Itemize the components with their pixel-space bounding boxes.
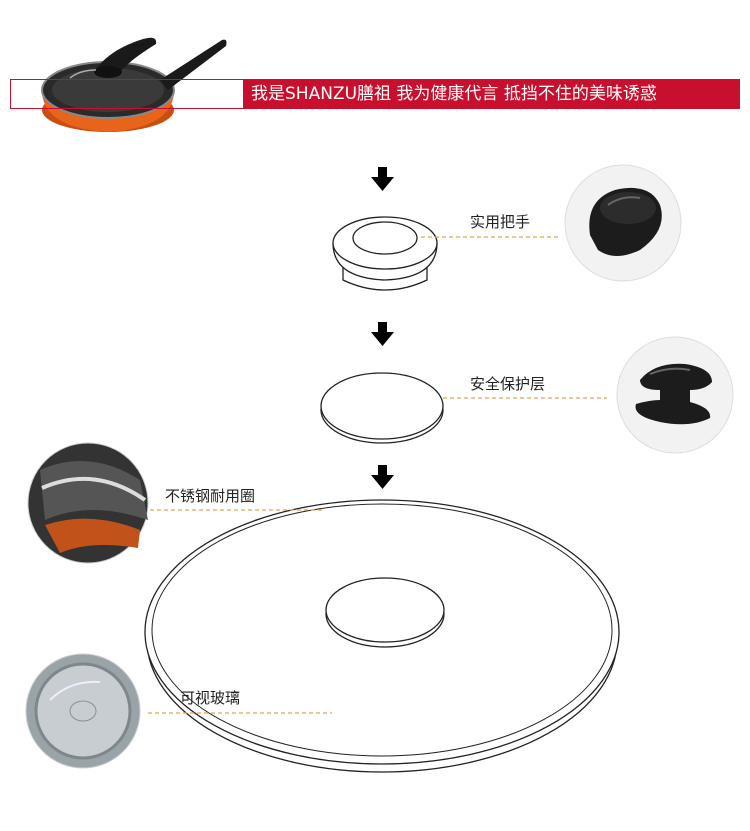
- knob-side-photo: [616, 336, 734, 454]
- glass-photo: [25, 653, 141, 769]
- glass-lid-drawing: [144, 499, 620, 773]
- knob-drawing: [332, 216, 438, 291]
- banner-slogan: 我是SHANZU膳祖 我为健康代言 抵挡不住的美味诱惑: [243, 79, 740, 109]
- knob-photo: [564, 164, 682, 282]
- leader-lines: [148, 236, 607, 714]
- label-protective-layer: 安全保护层: [470, 375, 546, 393]
- stainless-rim-photo: [27, 442, 149, 564]
- protective-layer-drawing: [320, 372, 444, 444]
- label-stainless-rim: 不锈钢耐用圈: [165, 487, 256, 505]
- frying-pan-image: [41, 37, 227, 132]
- arrow-down-icon: [371, 167, 394, 191]
- label-handle: 实用把手: [470, 213, 531, 231]
- label-visible-glass: 可视玻璃: [180, 689, 241, 707]
- arrow-down-icon: [371, 465, 394, 489]
- arrow-down-icon: [371, 322, 394, 346]
